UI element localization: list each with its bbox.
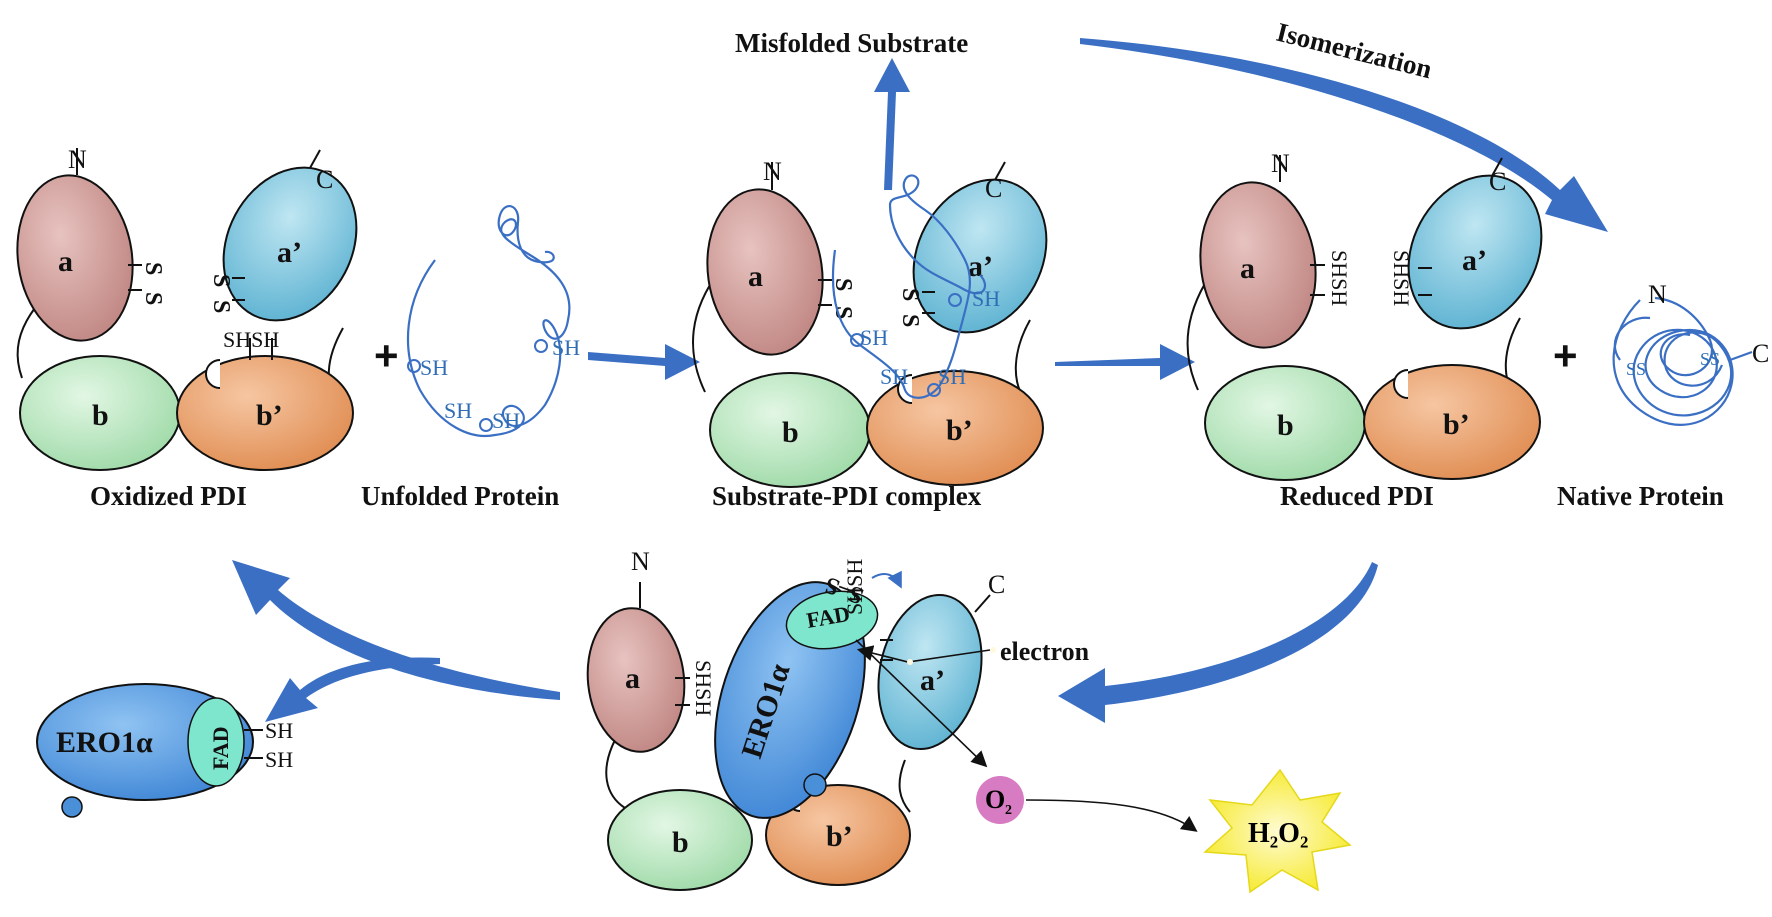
thiol-label: SH <box>265 747 293 772</box>
native-protein-label: Native Protein <box>1557 481 1724 511</box>
thiol-label: SHSH <box>1327 250 1352 306</box>
unfolded-protein: SH SH SH SH <box>406 205 580 437</box>
c-terminus-label: C <box>1752 339 1769 368</box>
fad-cofactor-shape <box>785 590 879 650</box>
domain-b-label: b <box>672 826 689 859</box>
domain-b-label: b <box>782 416 799 449</box>
thiol-label: SHSH <box>223 327 279 352</box>
n-terminus-label: N <box>763 157 782 186</box>
misfolded-substrate-label: Misfolded Substrate <box>735 28 968 58</box>
arrow-to-complex <box>588 344 700 380</box>
domain-b-shape <box>607 789 753 891</box>
domain-a-shape <box>16 174 134 342</box>
ero1-label: ERO1α <box>56 726 153 759</box>
domain-b-prime-shape <box>765 784 911 886</box>
domain-a-prime-shape <box>877 593 983 751</box>
disulfide-label: S <box>830 278 856 291</box>
plus-sign: + <box>374 332 399 379</box>
domain-a-shape <box>1199 181 1317 349</box>
domain-a-prime-shape <box>1407 174 1543 330</box>
domain-b-label: b <box>92 399 109 432</box>
free-ero1: FAD ERO1α SH SH <box>36 683 293 818</box>
arrow-to-ero1-complex <box>1058 562 1378 723</box>
domain-a-prime-shape <box>222 166 358 322</box>
domain-a-prime-label: a’ <box>1462 244 1487 277</box>
native-protein <box>1612 296 1753 426</box>
electron-label: electron <box>1000 637 1090 666</box>
c-terminus-label: C <box>316 165 333 194</box>
oxygen-label: O <box>985 785 1005 814</box>
thiol-label: SH <box>265 718 293 743</box>
domain-a-label: a <box>748 260 763 293</box>
domain-a-label: a <box>58 245 73 278</box>
domain-b-prime-label: b’ <box>946 414 973 447</box>
domain-a-prime-label: a’ <box>968 250 993 283</box>
c-terminus-label: C <box>1489 167 1506 196</box>
substrate-pdi-complex: N C a a’ b b’ S S S S SH SH SH SH <box>692 157 1048 488</box>
fad-label: FAD <box>208 726 233 770</box>
plus-sign: + <box>1553 332 1578 379</box>
thiol-label: SH <box>880 364 908 389</box>
domain-b-prime-shape <box>176 355 354 471</box>
thiol-label: SH <box>420 355 448 380</box>
n-terminus-label: N <box>1648 280 1667 309</box>
arrow-to-free-ero1 <box>265 657 440 722</box>
ero1-pdi-complex: FAD ERO1α N C a a’ b b’ SHSH SHSH S–S el… <box>586 547 1090 891</box>
domain-b-label: b <box>1277 409 1294 442</box>
domain-a-label: a <box>625 662 640 695</box>
reduced-pdi-label: Reduced PDI <box>1280 481 1434 511</box>
disulfide-label: S <box>897 314 923 327</box>
thiol-label: SHSH <box>691 660 716 716</box>
n-terminus-label: N <box>1271 149 1290 178</box>
disulfide-label: S <box>208 300 234 313</box>
arrow-to-reduced <box>1055 344 1195 380</box>
arrow-to-oxidized-pdi <box>232 560 560 700</box>
thiol-label: SHSH <box>842 559 867 615</box>
thiol-label: SHSH <box>1389 250 1414 306</box>
domain-a-prime-shape <box>912 178 1048 334</box>
thiol-label: SH <box>972 286 1000 311</box>
h2o2-label: H₂O₂ <box>1248 818 1308 849</box>
reduced-pdi: N C a a’ b b’ SHSH SHSH <box>1186 149 1543 481</box>
unfolded-protein-label: Unfolded Protein <box>361 481 559 511</box>
c-terminus-label: C <box>988 570 1005 599</box>
c-terminus-label: C <box>985 174 1002 203</box>
n-terminus-label: N <box>68 145 87 174</box>
binding-pocket <box>205 359 221 389</box>
fad-cofactor-shape <box>187 697 245 787</box>
disulfide-label: S <box>897 288 923 301</box>
domain-a-shape <box>586 607 686 753</box>
arrow-to-misfolded <box>874 58 910 190</box>
domain-b-prime-label: b’ <box>826 820 853 853</box>
oxygen-subscript: 2 <box>1005 803 1012 818</box>
disulfide-label: S <box>208 274 234 287</box>
disulfide-label: S <box>140 292 166 305</box>
oxidized-pdi: N C a a’ b b’ S S S S SHSH <box>16 145 358 471</box>
domain-a-prime-label: a’ <box>277 236 302 269</box>
n-terminus-label: N <box>631 547 650 576</box>
domain-b-prime-label: b’ <box>256 399 283 432</box>
disulfide-label: S <box>830 306 856 319</box>
thiol-label: SH <box>938 364 966 389</box>
domain-a-shape <box>706 188 824 356</box>
native-disulfide-label: SS <box>1700 349 1720 369</box>
domain-a-label: a <box>1240 252 1255 285</box>
hydrogen-peroxide: H₂O₂ <box>1203 768 1352 894</box>
oxidized-pdi-label: Oxidized PDI <box>90 481 247 511</box>
thiol-label: SH <box>492 408 520 433</box>
oxygen-molecule: O 2 <box>976 776 1024 824</box>
native-disulfide-label: SS <box>1626 359 1646 379</box>
domain-a-prime-label: a’ <box>920 664 945 697</box>
process-arrows <box>232 38 1608 723</box>
substrate-pdi-complex-label: Substrate-PDI complex <box>712 481 982 511</box>
thiol-label: SH <box>860 325 888 350</box>
isomerization-arrow <box>1080 38 1608 232</box>
domain-b-prime-label: b’ <box>1443 408 1470 441</box>
thiol-label: SH <box>552 335 580 360</box>
disulfide-label: S <box>140 262 166 275</box>
thiol-label: SH <box>444 398 472 423</box>
